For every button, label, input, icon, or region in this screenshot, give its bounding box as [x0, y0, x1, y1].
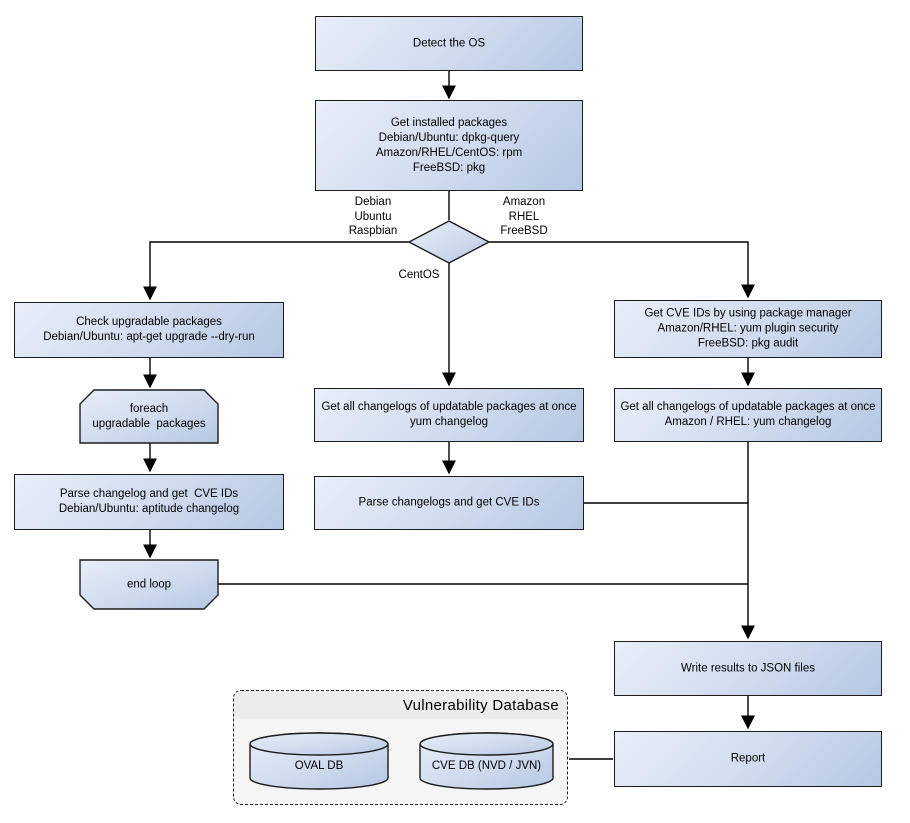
vulnerability-database-header: Vulnerability Database [234, 691, 567, 719]
node-write-results-label: Write results to JSON files [681, 662, 815, 674]
node-check-upgradable-label: Check upgradable packages Debian/Ubuntu:… [43, 316, 255, 343]
os-branch-diamond [407, 220, 491, 264]
node-parse-changelog-debian: Parse changelog and get CVE IDs Debian/U… [14, 474, 284, 530]
node-parse-changelogs-centos-label: Parse changelogs and get CVE IDs [358, 496, 540, 509]
node-get-changelogs-amazon-label: Get all changelogs of updatable packages… [620, 401, 876, 428]
node-write-results: Write results to JSON files [614, 641, 882, 696]
node-detect-os-label: Detect the OS [412, 37, 486, 49]
node-get-changelogs-amazon: Get all changelogs of updatable packages… [614, 388, 882, 442]
node-report-label: Report [730, 752, 766, 765]
node-parse-changelog-debian-label: Parse changelog and get CVE IDs Debian/U… [58, 488, 240, 515]
node-detect-os: Detect the OS [315, 16, 583, 71]
edge-branch-right [489, 241, 755, 299]
cve-db-label: CVE DB (NVD / JVN) [431, 759, 542, 772]
branch-label-centos: CentOS [398, 269, 440, 281]
cve-db-cylinder: CVE DB (NVD / JVN) [419, 732, 554, 790]
oval-db-cylinder: OVAL DB [249, 732, 389, 790]
vulnerability-database-group: Vulnerability Database OVAL DB CVE DB (N… [233, 690, 568, 805]
node-check-upgradable: Check upgradable packages Debian/Ubuntu:… [14, 302, 284, 358]
oval-db-label: OVAL DB [294, 759, 344, 772]
node-get-installed-packages-label: Get installed packages Debian/Ubuntu: dp… [375, 116, 523, 174]
node-get-installed-packages: Get installed packages Debian/Ubuntu: dp… [315, 100, 583, 191]
end-loop-label: end loop [126, 578, 172, 591]
node-get-cve-ids-pkgmgr-label: Get CVE IDs by using package manager Ama… [644, 307, 852, 350]
cve-db-cylinder-shape [419, 732, 554, 790]
node-parse-changelogs-centos: Parse changelogs and get CVE IDs [314, 476, 584, 530]
branch-label-amazon: Amazon RHEL FreeBSD [500, 196, 548, 237]
vulnerability-database-title: Vulnerability Database [402, 696, 559, 714]
oval-db-cylinder-shape [249, 732, 389, 790]
node-get-changelogs-centos-label: Get all changelogs of updatable packages… [321, 401, 577, 428]
foreach-loop-label: foreach upgradable packages [92, 403, 206, 430]
branch-label-debian: Debian Ubuntu Raspbian [348, 196, 398, 237]
node-get-cve-ids-pkgmgr: Get CVE IDs by using package manager Ama… [614, 300, 882, 358]
node-get-changelogs-centos: Get all changelogs of updatable packages… [314, 388, 584, 442]
node-report: Report [614, 731, 882, 787]
edge-branch-left [143, 241, 409, 301]
